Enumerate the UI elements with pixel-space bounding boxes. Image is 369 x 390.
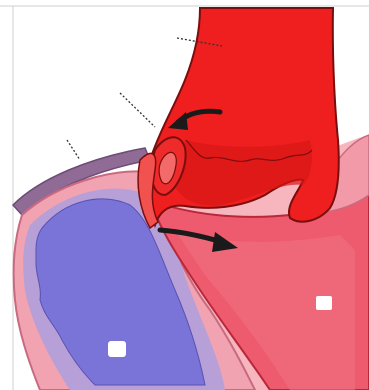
white-square-marker	[316, 296, 332, 310]
leader-line	[120, 93, 155, 127]
white-square-marker	[108, 341, 126, 357]
leader-line	[67, 140, 80, 160]
